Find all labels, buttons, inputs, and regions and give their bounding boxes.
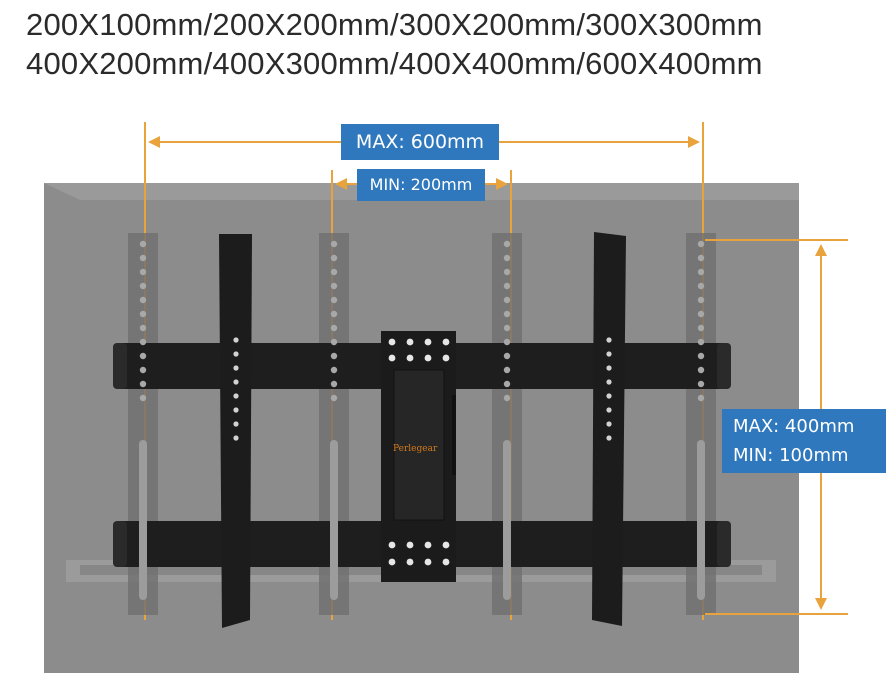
central-wall-plate — [381, 331, 456, 582]
brand-logo: Perlegear — [393, 444, 438, 454]
vesa-spec-line-1: 200X100mm/200X200mm/300X200mm/300X300mm — [26, 7, 763, 42]
height-guide-lines — [705, 239, 848, 615]
front-vertical-arms — [219, 232, 626, 628]
max-height-text: MAX: 400mm — [733, 416, 855, 437]
max-width-label: MAX: 600mm — [341, 124, 499, 160]
min-height-text: MIN: 100mm — [733, 445, 849, 466]
mounting-holes — [139, 240, 705, 600]
vesa-spec-line-2: 400X200mm/400X300mm/400X400mm/600X400mm — [26, 46, 763, 81]
height-label: MAX: 400mm MIN: 100mm — [722, 409, 886, 473]
min-width-label: MIN: 200mm — [357, 169, 485, 201]
